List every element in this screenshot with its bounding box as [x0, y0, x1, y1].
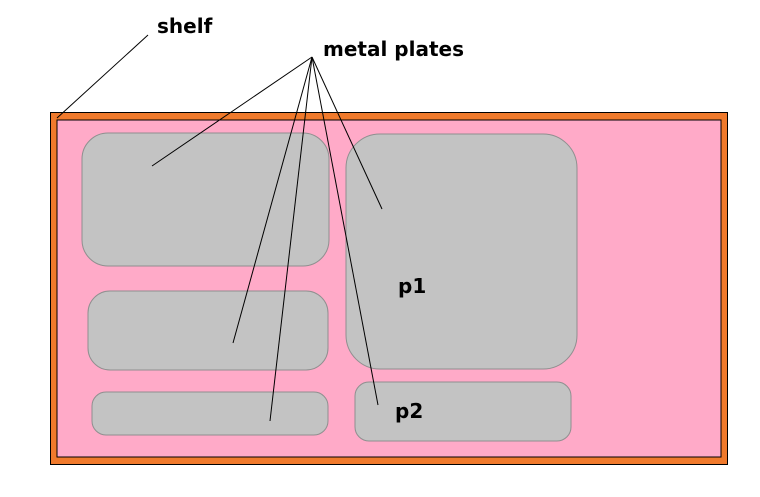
leader-lines — [56, 34, 383, 422]
plates-leader-line-4 — [311, 56, 383, 210]
p2-label: p2 — [395, 399, 423, 423]
metal-plates-label: metal plates — [323, 37, 464, 61]
metal-plate-p1 — [345, 133, 578, 370]
shelf-label: shelf — [157, 14, 213, 38]
plates-leader-line-5 — [311, 56, 379, 406]
plates-leader-line-1 — [151, 56, 313, 167]
metal-plate-top-left — [81, 132, 330, 267]
p1-label: p1 — [398, 274, 426, 298]
plates-leader-line-3 — [269, 56, 313, 422]
shelf-leader-line — [56, 34, 149, 119]
plates-leader-line-2 — [232, 56, 313, 344]
metal-plate-middle-left — [87, 290, 329, 371]
metal-plate-bottom-left — [91, 391, 329, 436]
metal-plate-p2 — [354, 381, 572, 442]
